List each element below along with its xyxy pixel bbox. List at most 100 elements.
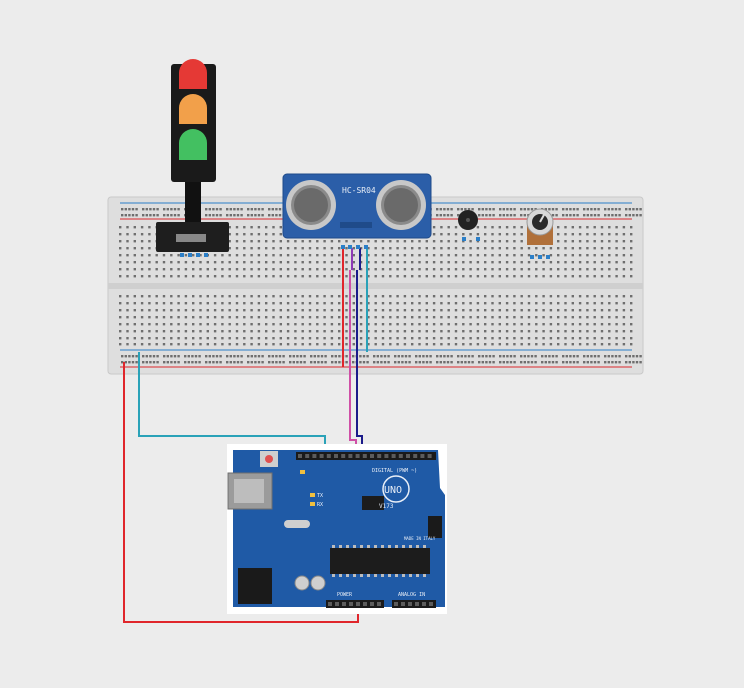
breadboard-hole[interactable] [221, 295, 224, 298]
breadboard-hole[interactable] [549, 343, 553, 346]
breadboard-hole[interactable] [632, 361, 635, 364]
breadboard-hole[interactable] [520, 361, 523, 364]
breadboard-hole[interactable] [523, 214, 526, 217]
breadboard-hole[interactable] [593, 343, 596, 346]
breadboard-hole[interactable] [279, 226, 282, 229]
header-pin[interactable] [423, 574, 426, 577]
breadboard-hole[interactable] [149, 361, 152, 364]
header-pin[interactable] [377, 454, 382, 458]
breadboard-hole[interactable] [381, 337, 385, 340]
breadboard-hole[interactable] [520, 233, 523, 236]
breadboard-hole[interactable] [484, 337, 487, 340]
breadboard-hole[interactable] [170, 355, 173, 358]
breadboard-hole[interactable] [133, 233, 136, 236]
breadboard-hole[interactable] [586, 261, 589, 264]
header-pin[interactable] [381, 545, 384, 548]
breadboard-hole[interactable] [527, 343, 531, 346]
breadboard-hole[interactable] [586, 240, 589, 243]
breadboard-hole[interactable] [140, 247, 144, 250]
breadboard-hole[interactable] [520, 355, 523, 358]
breadboard-hole[interactable] [443, 208, 446, 211]
breadboard-hole[interactable] [505, 240, 509, 243]
breadboard-hole[interactable] [374, 316, 377, 319]
breadboard-hole[interactable] [571, 330, 574, 333]
breadboard-hole[interactable] [184, 268, 188, 271]
breadboard-hole[interactable] [381, 316, 385, 319]
breadboard-hole[interactable] [389, 275, 392, 278]
breadboard-hole[interactable] [608, 247, 611, 250]
breadboard-hole[interactable] [396, 261, 399, 264]
breadboard-hole[interactable] [593, 275, 596, 278]
header-pin[interactable] [422, 602, 426, 606]
breadboard-hole[interactable] [597, 208, 600, 211]
breadboard-hole[interactable] [359, 247, 363, 250]
breadboard-hole[interactable] [206, 268, 209, 271]
breadboard-hole[interactable] [549, 302, 553, 305]
breadboard-hole[interactable] [418, 343, 421, 346]
breadboard-hole[interactable] [376, 355, 379, 358]
breadboard-hole[interactable] [389, 254, 392, 257]
breadboard-hole[interactable] [240, 355, 243, 358]
breadboard-hole[interactable] [411, 254, 414, 257]
breadboard-hole[interactable] [571, 323, 574, 326]
header-pin[interactable] [402, 545, 405, 548]
breadboard-hole[interactable] [481, 361, 484, 364]
breadboard-hole[interactable] [549, 275, 553, 278]
breadboard-hole[interactable] [367, 247, 370, 250]
breadboard-hole[interactable] [235, 323, 239, 326]
breadboard-hole[interactable] [425, 343, 428, 346]
breadboard-hole[interactable] [330, 309, 334, 312]
breadboard-hole[interactable] [286, 295, 290, 298]
breadboard-hole[interactable] [286, 247, 290, 250]
breadboard-hole[interactable] [476, 295, 480, 298]
breadboard-hole[interactable] [257, 208, 261, 211]
breadboard-hole[interactable] [119, 233, 122, 236]
breadboard-hole[interactable] [478, 355, 481, 358]
breadboard-hole[interactable] [527, 309, 531, 312]
breadboard-hole[interactable] [505, 302, 509, 305]
breadboard-hole[interactable] [213, 254, 217, 257]
breadboard-hole[interactable] [454, 323, 458, 326]
breadboard-hole[interactable] [513, 302, 516, 305]
breadboard-hole[interactable] [436, 355, 439, 358]
breadboard-hole[interactable] [226, 355, 229, 358]
breadboard-hole[interactable] [268, 361, 271, 364]
breadboard-hole[interactable] [488, 208, 492, 211]
breadboard-hole[interactable] [303, 355, 306, 358]
breadboard-hole[interactable] [396, 240, 399, 243]
breadboard-hole[interactable] [469, 295, 472, 298]
breadboard-hole[interactable] [272, 268, 275, 271]
breadboard-hole[interactable] [148, 254, 151, 257]
breadboard-hole[interactable] [600, 323, 604, 326]
breadboard-hole[interactable] [498, 275, 501, 278]
breadboard-hole[interactable] [630, 323, 633, 326]
breadboard-hole[interactable] [440, 295, 443, 298]
breadboard-hole[interactable] [177, 316, 180, 319]
breadboard-hole[interactable] [418, 275, 421, 278]
header-pin[interactable] [353, 545, 356, 548]
breadboard-hole[interactable] [557, 330, 560, 333]
breadboard-hole[interactable] [212, 208, 215, 211]
breadboard-hole[interactable] [491, 254, 494, 257]
breadboard-hole[interactable] [565, 208, 568, 211]
breadboard-hole[interactable] [418, 309, 421, 312]
breadboard-hole[interactable] [250, 361, 253, 364]
breadboard-hole[interactable] [415, 355, 418, 358]
breadboard-hole[interactable] [611, 208, 614, 211]
breadboard-hole[interactable] [462, 254, 465, 257]
breadboard-hole[interactable] [294, 302, 297, 305]
breadboard-hole[interactable] [126, 275, 129, 278]
breadboard-hole[interactable] [462, 309, 465, 312]
breadboard-hole[interactable] [404, 355, 408, 358]
breadboard-hole[interactable] [250, 275, 253, 278]
breadboard-hole[interactable] [374, 302, 377, 305]
breadboard-hole[interactable] [316, 309, 319, 312]
breadboard-hole[interactable] [308, 240, 312, 243]
breadboard-hole[interactable] [152, 208, 156, 211]
breadboard-hole[interactable] [243, 343, 246, 346]
breadboard-hole[interactable] [177, 214, 180, 217]
breadboard-hole[interactable] [316, 295, 319, 298]
breadboard-hole[interactable] [208, 214, 211, 217]
breadboard-hole[interactable] [254, 214, 257, 217]
breadboard-hole[interactable] [148, 268, 151, 271]
